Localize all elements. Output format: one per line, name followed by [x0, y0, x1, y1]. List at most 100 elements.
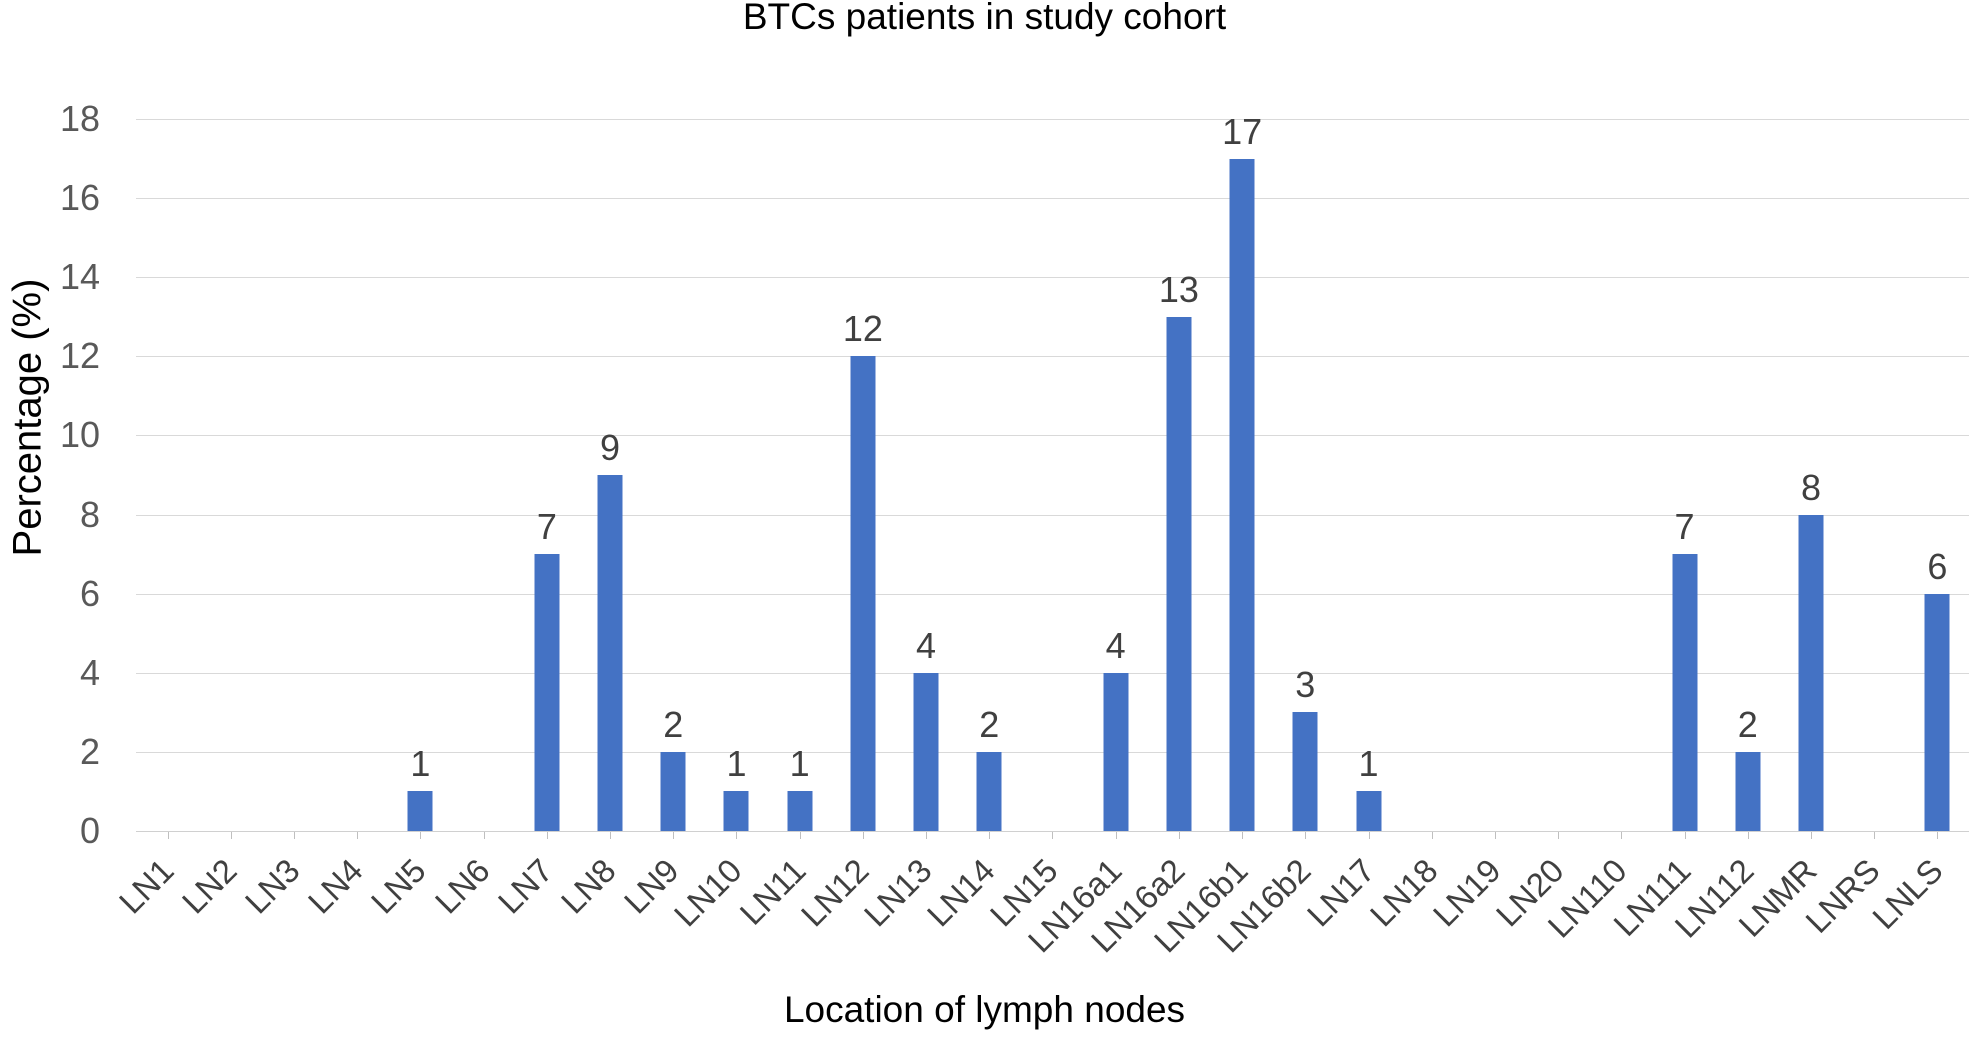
- x-axis-tickmark: [1558, 832, 1560, 839]
- bar[interactable]: [597, 475, 623, 831]
- bar-value-label: 3: [1295, 664, 1316, 706]
- bar[interactable]: [1356, 791, 1382, 831]
- bar-value-label: 2: [663, 703, 684, 745]
- bar-value-label: 9: [600, 427, 621, 468]
- bar[interactable]: [1166, 316, 1192, 831]
- x-axis-tickmark: [1621, 832, 1623, 839]
- bar-slot: 2: [642, 119, 705, 831]
- bar-slot: 7: [1653, 119, 1716, 831]
- x-tick-slot: LN16b1: [1147, 832, 1274, 992]
- x-axis-tickmark: [230, 832, 232, 839]
- bar-value-label: 6: [1927, 545, 1948, 587]
- x-tick-slot: LN8: [554, 832, 641, 992]
- x-tick-slot: LN9: [617, 832, 705, 992]
- bar-slot: [452, 119, 515, 831]
- x-tick-slot: LN12: [794, 832, 894, 992]
- x-axis-tickmark: [673, 832, 675, 839]
- y-axis-tick-label: 16: [59, 177, 100, 219]
- bar-slot: 12: [831, 119, 894, 831]
- gridline: [136, 356, 1969, 358]
- bar[interactable]: [1735, 751, 1761, 831]
- gridline: [136, 119, 1969, 120]
- bar[interactable]: [913, 672, 939, 831]
- bar-value-label: 2: [979, 703, 1000, 745]
- bar[interactable]: [723, 791, 749, 831]
- bar[interactable]: [1103, 672, 1129, 831]
- y-axis-tick-label: 8: [79, 493, 100, 535]
- x-axis-tickmark: [1494, 832, 1496, 839]
- bar-slot: 13: [1147, 119, 1210, 831]
- bar-slot: 4: [1084, 119, 1147, 831]
- x-tick-slot: LN16b2: [1210, 832, 1337, 992]
- x-axis-tickmark: [1305, 832, 1307, 839]
- x-axis-tickmark: [546, 832, 548, 839]
- x-axis-tickmark: [294, 832, 295, 839]
- y-axis-tick-label: 10: [59, 414, 100, 456]
- bar-slot: [1463, 119, 1526, 831]
- y-axis-tick-label: 2: [79, 730, 100, 772]
- bar-slot: 6: [1906, 119, 1969, 831]
- bar[interactable]: [534, 554, 560, 831]
- x-axis-tickmark: [610, 832, 612, 839]
- bar-value-label: 12: [842, 308, 883, 350]
- bar[interactable]: [407, 791, 433, 831]
- x-axis-title: Location of lymph nodes: [783, 989, 1186, 1030]
- x-tick-slot: LN7: [491, 832, 578, 992]
- x-tick-slot: LN10: [667, 832, 768, 992]
- bar-slot: 1: [389, 119, 452, 831]
- x-tick-slot: LN19: [1426, 832, 1526, 992]
- x-axis-tickmark: [1937, 832, 1939, 839]
- bar[interactable]: [1229, 158, 1255, 831]
- x-tick-slot: LN15: [983, 832, 1084, 992]
- bar-slot: 2: [958, 119, 1021, 831]
- gridline: [136, 514, 1969, 516]
- bar-value-label: 1: [1358, 743, 1379, 785]
- x-tick-slot: LN3: [238, 832, 325, 992]
- x-axis-tickmark: [1431, 832, 1433, 839]
- gridline: [136, 198, 1969, 200]
- bar-slot: [1527, 119, 1590, 831]
- bar-slot: 8: [1779, 119, 1842, 831]
- x-tick-slot: LNMR: [1731, 832, 1842, 992]
- bar-slot: 9: [578, 119, 641, 831]
- bar[interactable]: [787, 791, 813, 831]
- x-axis-tickmark: [862, 832, 864, 839]
- bar-value-label: 2: [1737, 703, 1758, 745]
- bar[interactable]: [1292, 712, 1318, 831]
- gridline: [136, 435, 1969, 437]
- x-axis-tickmark: [420, 832, 422, 839]
- gridline: [136, 751, 1969, 753]
- gridline: [136, 831, 1969, 832]
- x-axis-tickmark: [989, 832, 991, 839]
- bar-slot: [136, 119, 199, 831]
- x-axis-tickmark: [1242, 832, 1244, 839]
- bar-slot: [1843, 119, 1906, 831]
- bar[interactable]: [1924, 593, 1950, 831]
- bar-slot: [1021, 119, 1084, 831]
- x-tick-slot: LN16a2: [1084, 832, 1210, 992]
- y-axis-tick-label: 0: [79, 810, 100, 851]
- bar-slot: [199, 119, 262, 831]
- y-axis-tick-label: 4: [79, 651, 100, 693]
- x-axis-tickmark: [1178, 832, 1180, 839]
- bar[interactable]: [1798, 514, 1824, 831]
- bar[interactable]: [976, 751, 1002, 831]
- bar-slot: 2: [1716, 119, 1779, 831]
- x-axis-tickmark: [1368, 832, 1370, 839]
- x-tick-slot: LN14: [920, 832, 1021, 992]
- bar-value-label: 8: [1800, 466, 1821, 508]
- bar[interactable]: [850, 356, 876, 831]
- x-axis-tickmark: [483, 832, 485, 839]
- bar[interactable]: [660, 751, 686, 831]
- y-axis-tick-label: 18: [59, 98, 100, 139]
- bar-value-label: 1: [726, 743, 747, 785]
- bar[interactable]: [1672, 554, 1698, 831]
- x-tick-slot: LN20: [1489, 832, 1590, 992]
- bar-slot: 7: [515, 119, 578, 831]
- x-axis-tickmark: [1052, 832, 1054, 839]
- bar-value-label: 1: [789, 743, 810, 785]
- x-tick-slot: LN111: [1606, 832, 1716, 992]
- x-axis-tickmark: [1684, 832, 1686, 839]
